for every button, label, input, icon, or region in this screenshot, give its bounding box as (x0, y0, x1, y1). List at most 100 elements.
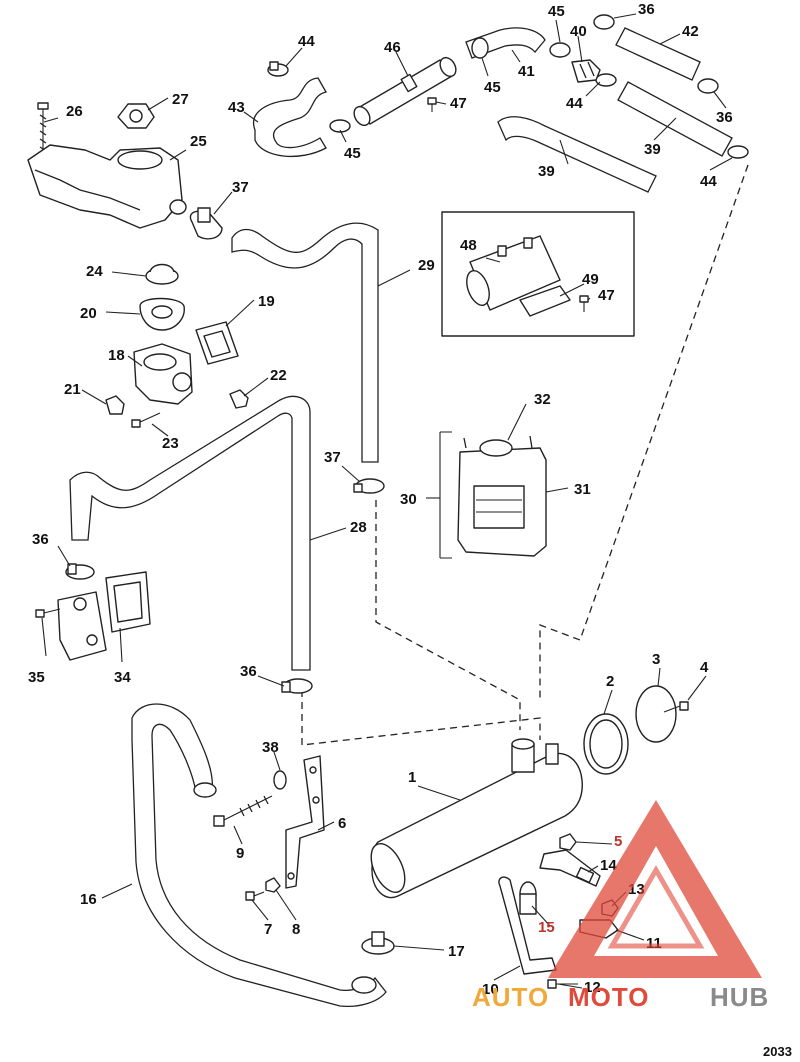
callout-21: 21 (64, 381, 81, 398)
callout-17: 17 (448, 943, 465, 960)
parts (27, 14, 749, 989)
heat-exchanger-1 (370, 738, 583, 899)
cover (57, 591, 107, 661)
clamp-17 (361, 931, 395, 955)
callout-35: 35 (28, 669, 45, 686)
callout-24: 24 (86, 263, 103, 280)
screw-23 (131, 412, 161, 428)
callout-10: 10 (482, 981, 499, 998)
hose-41 (465, 27, 546, 59)
callout-41: 41 (518, 63, 535, 80)
callout-19: 19 (258, 293, 275, 310)
cap-27 (117, 103, 155, 129)
thermostat-24 (145, 263, 179, 285)
watermark-text-auto: AUTO (472, 982, 549, 1012)
watermark-text-hub: HUB (710, 982, 769, 1012)
callout-49: 49 (582, 271, 599, 288)
callout-36-b: 36 (716, 109, 733, 126)
callout-37-a: 37 (232, 179, 249, 196)
callout-44-c: 44 (700, 173, 717, 190)
callout-45-a: 45 (548, 3, 565, 20)
watermark: AUTO MOTO HUB (472, 800, 769, 1012)
gasket-19 (195, 321, 239, 365)
callout-39-a: 39 (538, 163, 555, 180)
clamp-37-upper (189, 207, 223, 240)
screw-4 (663, 701, 689, 713)
callout-43: 43 (228, 99, 245, 116)
callout-4: 4 (700, 659, 709, 676)
bolt-26 (37, 102, 49, 155)
hose-28 (69, 395, 311, 671)
nut-5 (559, 833, 577, 851)
watermark-triangle (548, 800, 762, 978)
clamp-36-lower (281, 678, 313, 694)
callout-12: 12 (584, 979, 601, 996)
hose-16-end-lower (351, 976, 377, 994)
leader-lines (41, 13, 733, 989)
callout-45-b: 45 (484, 79, 501, 96)
clamp-44-right (727, 145, 749, 159)
callout-9: 9 (236, 845, 244, 862)
callout-32: 32 (534, 391, 551, 408)
clamp-36-top (593, 14, 615, 30)
callout-25: 25 (190, 133, 207, 150)
callout-2: 2 (606, 673, 614, 690)
spacer-15 (519, 881, 537, 915)
bolt-9 (213, 795, 273, 827)
callout-29: 29 (418, 257, 435, 274)
clamp-45-left (329, 119, 351, 133)
strap-10 (498, 876, 557, 975)
housing-18 (133, 343, 193, 405)
callout-20: 20 (80, 305, 97, 322)
tank-31 (457, 435, 547, 557)
callout-22: 22 (270, 367, 287, 384)
callout-30: 30 (400, 491, 417, 508)
hose-29 (231, 222, 379, 463)
callout-6: 6 (338, 815, 346, 832)
callout-18: 18 (108, 347, 125, 364)
bracket-14 (539, 849, 601, 887)
callout-39-b: 39 (644, 141, 661, 158)
hose-43 (252, 77, 327, 158)
hose-16 (131, 703, 387, 1008)
callout-37-b: 37 (324, 449, 341, 466)
bracket-6 (285, 755, 325, 889)
callout-31: 31 (574, 481, 591, 498)
clamp-44-top (267, 61, 289, 77)
clamp-36-mid (697, 78, 719, 94)
hose-16-end (193, 782, 217, 798)
callout-36-d: 36 (240, 663, 257, 680)
screw-35 (35, 608, 61, 618)
callout-15: 15 (538, 919, 555, 936)
fitting-40 (571, 59, 601, 83)
callout-44-a: 44 (298, 33, 315, 50)
callout-47-b: 47 (598, 287, 615, 304)
callout-34: 34 (114, 669, 131, 686)
clamp-36-left (65, 563, 95, 580)
callout-3: 3 (652, 651, 660, 668)
gasket-34 (105, 571, 151, 633)
callout-7: 7 (264, 921, 272, 938)
connection-lines (301, 164, 749, 746)
callout-23: 23 (162, 435, 179, 452)
callout-48: 48 (460, 237, 477, 254)
hoses (69, 27, 733, 1008)
seal-2 (583, 713, 629, 775)
clamp-45-right (549, 42, 571, 58)
hose-42 (615, 27, 701, 81)
fitting-22 (229, 389, 249, 409)
figure-number: 2033 (763, 1044, 792, 1059)
clamp-45-mid (471, 37, 489, 59)
clamp-44-mid (595, 73, 617, 87)
callout-27: 27 (172, 91, 189, 108)
callout-47-a: 47 (450, 95, 467, 112)
hose-39-bent (497, 116, 657, 193)
callout-42: 42 (682, 23, 699, 40)
callout-36-a: 36 (638, 1, 655, 18)
callout-5: 5 (614, 833, 622, 850)
watermark-text-moto: MOTO (568, 982, 650, 1012)
callout-44-b: 44 (566, 95, 583, 112)
clamp-37-lower (353, 478, 385, 494)
callout-38: 38 (262, 739, 279, 756)
